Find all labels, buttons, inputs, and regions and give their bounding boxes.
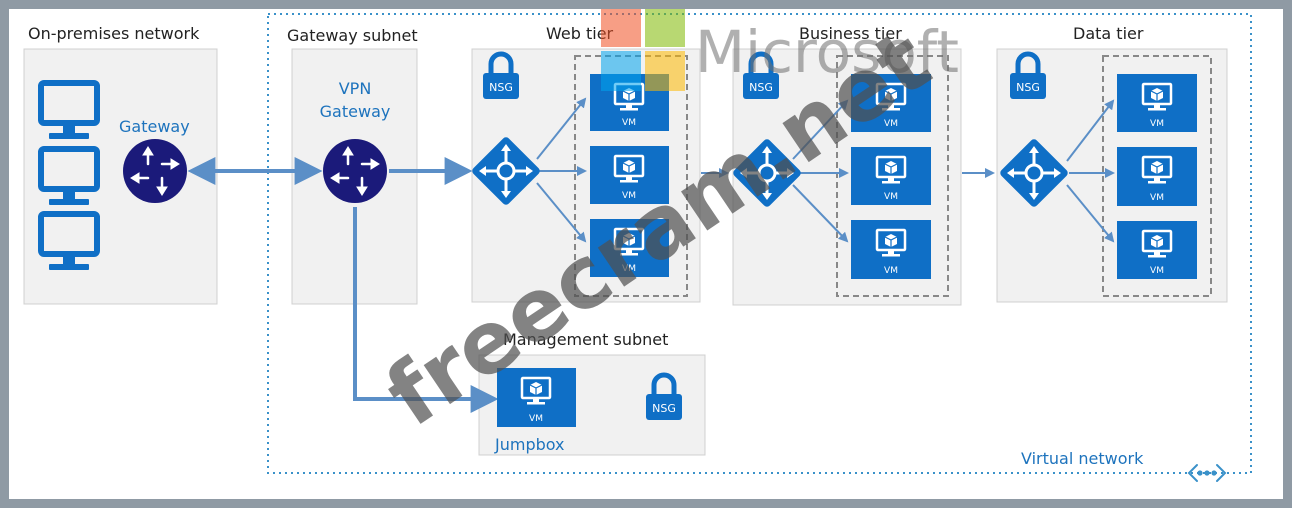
vm-label: VM <box>1150 119 1164 129</box>
web-tier-label: Web tier <box>546 24 614 43</box>
nsg-label: NSG <box>1016 81 1040 94</box>
business-tier-availability-set <box>836 55 949 297</box>
vm-label: VM <box>884 119 898 129</box>
vm-label: VM <box>1150 266 1164 276</box>
management-subnet-label: Management subnet <box>503 330 668 349</box>
data-tier-label: Data tier <box>1073 24 1144 43</box>
data-lb-to-vm1 <box>1066 99 1115 162</box>
business-vm-2: VM <box>851 147 931 205</box>
jumpbox-label: Jumpbox <box>494 435 565 454</box>
vnet-connector-icon <box>1187 464 1227 482</box>
data-tier-nsg: NSG <box>1010 54 1046 99</box>
data-vm-2: VM <box>1117 147 1197 206</box>
microsoft-watermark: Microsoft <box>601 9 959 91</box>
virtual-network-label: Virtual network <box>1021 449 1144 468</box>
data-vm-1: VM <box>1117 74 1197 132</box>
nsg-label: NSG <box>749 81 773 94</box>
gateway-label: Gateway <box>119 117 190 136</box>
on-premises-label: On-premises network <box>28 24 200 43</box>
web-lb-to-vm1 <box>536 97 587 160</box>
vm-label: VM <box>622 264 636 274</box>
data-vm-3: VM <box>1117 221 1197 279</box>
vm-label: VM <box>622 191 636 201</box>
web-vm-3: VM <box>590 219 669 277</box>
vm-label: VM <box>884 192 898 202</box>
microsoft-wordmark: Microsoft <box>695 18 959 86</box>
vm-label: VM <box>884 266 898 276</box>
vpn-gateway-label-line2: Gateway <box>320 102 391 121</box>
nsg-label: NSG <box>652 402 676 415</box>
vm-label: VM <box>622 118 636 128</box>
router-icon <box>321 137 389 205</box>
router-icon <box>121 137 189 205</box>
management-subnet-nsg: NSG <box>646 375 682 420</box>
web-vm-2: VM <box>590 146 669 204</box>
web-lb-to-vm3 <box>536 182 587 243</box>
data-tier-availability-set <box>1102 55 1212 297</box>
web-tier-nsg: NSG <box>483 54 519 99</box>
nsg-label: NSG <box>489 81 513 94</box>
business-lb-to-vm3 <box>792 184 849 243</box>
diagram-canvas: On-premises network Gateway subnet Web t… <box>9 9 1283 499</box>
business-tier-label: Business tier <box>799 24 902 43</box>
vpn-to-jumpbox-connector <box>353 207 499 413</box>
jumpbox-vm: VM <box>497 368 576 427</box>
vm-label: VM <box>1150 193 1164 203</box>
business-tier-nsg: NSG <box>743 54 779 99</box>
vm-label: VM <box>529 414 543 424</box>
business-vm-1: VM <box>851 74 931 132</box>
virtual-network-boundary <box>267 13 1252 474</box>
data-lb-to-vm3 <box>1066 184 1115 243</box>
business-lb-to-vm1 <box>792 99 849 160</box>
vpn-gateway-label-line1: VPN <box>339 79 372 98</box>
business-vm-3: VM <box>851 220 931 279</box>
gateway-subnet-label: Gateway subnet <box>287 26 418 45</box>
